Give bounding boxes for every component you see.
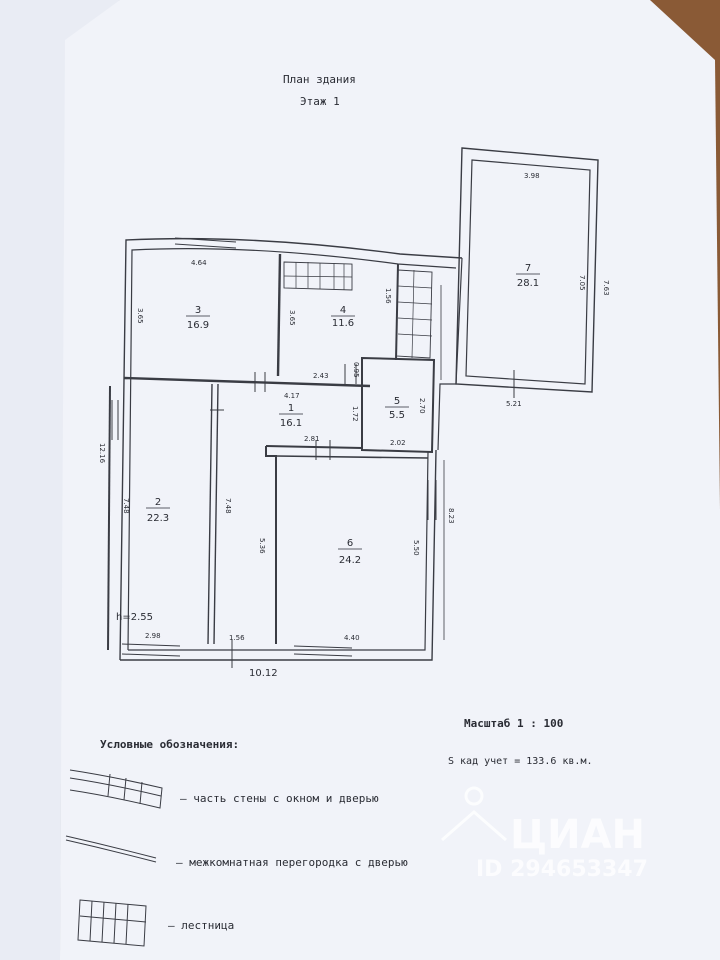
dim-7-48-a: 7.48 bbox=[122, 498, 130, 514]
dim-3-65-b: 3.65 bbox=[288, 310, 296, 326]
ceiling-height: h=2.55 bbox=[116, 612, 153, 623]
svg-text:3: 3 bbox=[195, 305, 201, 316]
dim-1-72: 1.72 bbox=[351, 406, 359, 422]
dim-4-17: 4.17 bbox=[284, 392, 300, 400]
svg-text:4: 4 bbox=[340, 305, 346, 316]
svg-text:2: 2 bbox=[155, 497, 161, 508]
scale-label: Масштаб 1 : 100 bbox=[464, 717, 564, 730]
dim-7-48-b: 7.48 bbox=[224, 498, 232, 514]
dim-1-56-a: 1.56 bbox=[384, 288, 392, 304]
room-3: 3 16.9 bbox=[186, 305, 210, 331]
dim-2-70: 2.70 bbox=[418, 398, 426, 414]
dim-7-63: 7.63 bbox=[602, 280, 610, 296]
cian-logo-icon bbox=[441, 786, 507, 842]
dim-12-16: 12.16 bbox=[98, 443, 106, 464]
room-7: 7 28.1 bbox=[516, 263, 540, 289]
dim-2-43: 2.43 bbox=[313, 372, 329, 380]
legend-wall-symbol bbox=[69, 769, 163, 809]
plan-title: План здания bbox=[283, 73, 356, 86]
svg-text:ЦИАН: ЦИАН bbox=[510, 812, 645, 858]
dim-2-81: 2.81 bbox=[304, 435, 320, 443]
dim-5-21: 5.21 bbox=[506, 400, 522, 408]
svg-text:16.9: 16.9 bbox=[187, 320, 209, 331]
dim-2-02: 2.02 bbox=[390, 439, 406, 447]
watermark: ЦИАН ID 294653347 bbox=[441, 786, 648, 882]
document-sheet bbox=[60, 0, 720, 960]
dim-2-98: 2.98 bbox=[145, 632, 161, 640]
floor-label: Этаж 1 bbox=[300, 95, 340, 108]
room-1: 1 16.1 bbox=[279, 403, 303, 429]
dim-3-98: 3.98 bbox=[524, 172, 540, 180]
svg-text:5: 5 bbox=[394, 396, 400, 407]
dim-10-12: 10.12 bbox=[249, 668, 278, 679]
svg-text:11.6: 11.6 bbox=[332, 318, 354, 329]
room-2: 2 22.3 bbox=[146, 497, 170, 524]
legend-item-partition: – межкомнатная перегородка с дверью bbox=[176, 856, 408, 869]
room-4: 4 11.6 bbox=[331, 305, 355, 329]
dim-3-65-a: 3.65 bbox=[136, 308, 144, 324]
legend-title: Условные обозначения: bbox=[100, 738, 240, 751]
dim-7-05: 7.05 bbox=[578, 275, 586, 291]
legend-stairs-symbol bbox=[77, 899, 147, 947]
svg-text:28.1: 28.1 bbox=[517, 278, 539, 289]
svg-text:22.3: 22.3 bbox=[147, 513, 169, 524]
svg-text:1: 1 bbox=[288, 403, 294, 414]
legend-item-stairs: – лестница bbox=[168, 919, 235, 932]
legend-partition-symbol bbox=[65, 835, 157, 863]
svg-text:16.1: 16.1 bbox=[280, 418, 302, 429]
dim-4-40: 4.40 bbox=[344, 634, 360, 642]
dim-4-64: 4.64 bbox=[191, 259, 207, 267]
cadastral-area: S кад учет = 133.6 кв.м. bbox=[448, 756, 593, 767]
dim-5-50: 5.50 bbox=[412, 540, 420, 556]
svg-text:6: 6 bbox=[347, 538, 353, 549]
dim-8-23: 8.23 bbox=[447, 508, 455, 524]
svg-text:ID 294653347: ID 294653347 bbox=[476, 857, 648, 882]
svg-text:24.2: 24.2 bbox=[339, 555, 361, 566]
room-5: 5 5.5 bbox=[385, 396, 409, 421]
dim-5-36: 5.36 bbox=[258, 538, 266, 554]
dim-0-95: 0.95 bbox=[352, 362, 360, 378]
svg-text:7: 7 bbox=[525, 263, 531, 274]
legend-item-wall: – часть стены с окном и дверью bbox=[180, 792, 379, 805]
room-6: 6 24.2 bbox=[338, 538, 362, 566]
dim-1-56-b: 1.56 bbox=[229, 634, 245, 642]
svg-text:5.5: 5.5 bbox=[389, 410, 405, 421]
